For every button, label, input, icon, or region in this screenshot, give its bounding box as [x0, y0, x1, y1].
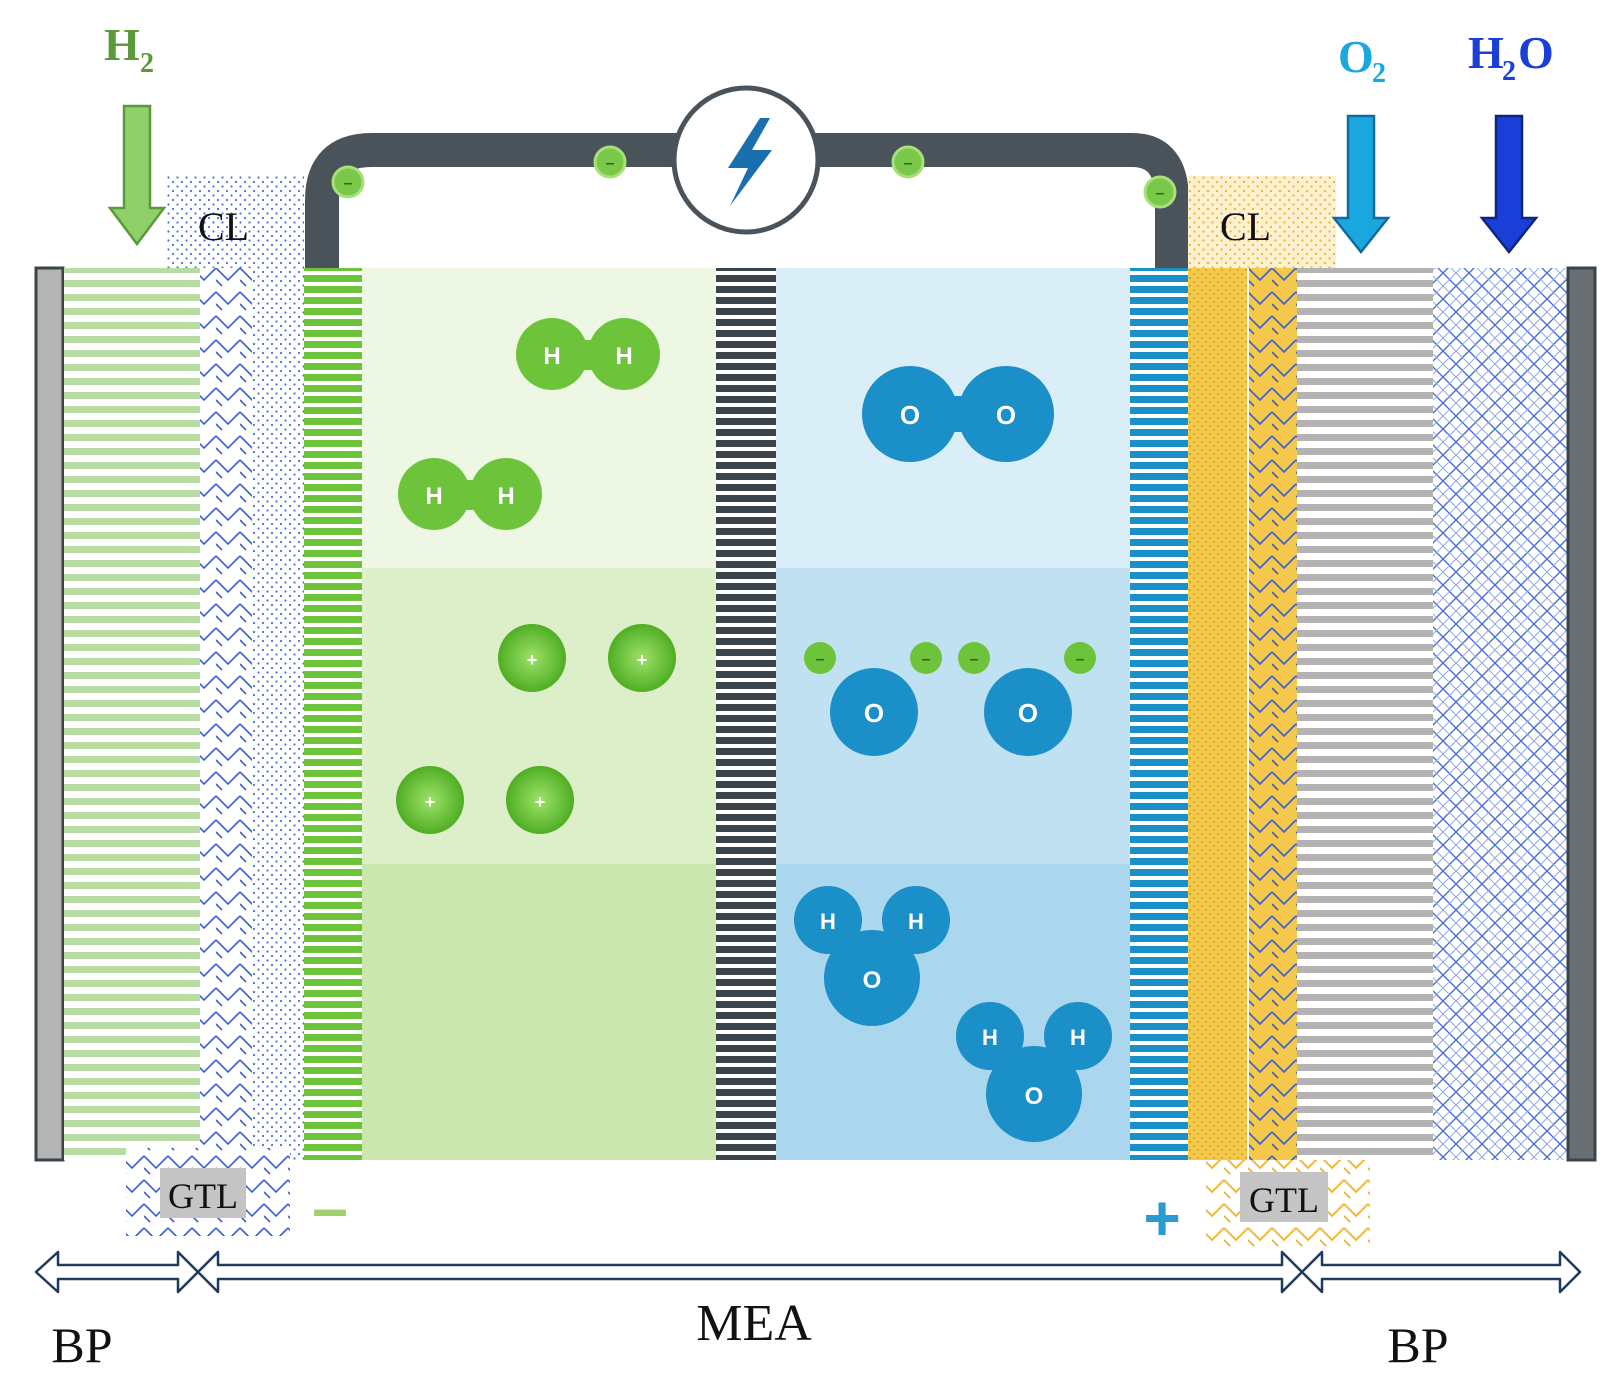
proton: +	[396, 766, 464, 834]
svg-text:2: 2	[140, 48, 154, 79]
proton: +	[608, 624, 676, 692]
svg-text:+: +	[425, 792, 436, 812]
svg-text:O: O	[1025, 1083, 1044, 1110]
right-gtl-layer	[1249, 268, 1297, 1160]
right-flow-field	[1297, 268, 1433, 1160]
h2o-feed-label: H 2 O	[1468, 27, 1554, 87]
h2-inlet-arrow	[107, 104, 167, 247]
positive-terminal-sign: +	[1143, 1182, 1180, 1254]
svg-text:–: –	[606, 155, 615, 172]
svg-text:O: O	[1338, 31, 1374, 82]
svg-text:–: –	[904, 155, 913, 172]
left-bipolar-plate-edge	[34, 266, 65, 1162]
h2o-molecule: H H O	[956, 1002, 1112, 1142]
svg-text:–: –	[1076, 651, 1085, 668]
svg-text:2: 2	[1372, 58, 1386, 89]
svg-text:O: O	[1518, 27, 1554, 78]
o2-inlet-arrow	[1331, 114, 1391, 255]
h2-molecule: H H	[398, 458, 542, 530]
left-gtl-layer	[200, 268, 252, 1160]
svg-text:H: H	[908, 909, 924, 934]
mea-label: MEA	[696, 1295, 812, 1352]
svg-text:O: O	[863, 967, 882, 994]
svg-text:O: O	[1018, 698, 1038, 728]
svg-text:+: +	[527, 650, 538, 670]
h2o-molecule: H H O	[794, 886, 950, 1026]
bp-left-label: BP	[51, 1317, 112, 1373]
svg-text:GTL: GTL	[1249, 1180, 1319, 1220]
svg-text:O: O	[996, 400, 1016, 430]
cathode-chamber-middle	[776, 568, 1130, 864]
svg-text:–: –	[922, 651, 931, 668]
right-mesh-layer	[1433, 268, 1567, 1160]
right-cl-label: CL	[1220, 204, 1271, 249]
right-bipolar-plate-edge	[1566, 266, 1597, 1162]
left-flow-field	[64, 268, 200, 1160]
proton: +	[506, 766, 574, 834]
anode-chamber-bottom	[362, 864, 716, 1160]
cathode-electrode	[1130, 268, 1188, 1160]
left-cl-label: CL	[198, 204, 249, 249]
lightning-bolt-icon	[728, 118, 772, 206]
power-source	[671, 85, 821, 235]
right-catalyst-layer	[1188, 176, 1336, 268]
mea-span-arrow	[196, 1250, 1304, 1294]
right-catalyst-layer-strip	[1188, 268, 1248, 1160]
svg-text:H: H	[425, 483, 442, 510]
svg-text:H: H	[982, 1025, 998, 1050]
svg-text:–: –	[1156, 185, 1165, 202]
svg-text:H: H	[1468, 27, 1504, 78]
svg-text:2: 2	[1502, 56, 1516, 87]
membrane	[716, 268, 776, 1160]
svg-text:O: O	[864, 698, 884, 728]
svg-text:–: –	[970, 651, 979, 668]
bp-right-label: BP	[1387, 1317, 1448, 1373]
svg-text:H: H	[615, 343, 632, 370]
left-catalyst-layer-strip	[252, 268, 304, 1160]
svg-text:H: H	[820, 909, 836, 934]
h2-feed-label: H 2	[104, 19, 154, 79]
h2o-inlet-arrow	[1479, 114, 1539, 255]
left-gtl-label: GTL	[160, 1168, 246, 1218]
svg-text:–: –	[344, 175, 353, 192]
wire-electrons: – – – –	[331, 145, 1177, 209]
h2-molecule: H H	[516, 318, 660, 390]
svg-text:O: O	[900, 400, 920, 430]
svg-text:H: H	[1070, 1025, 1086, 1050]
left-catalyst-layer	[166, 176, 304, 268]
oxide-ion: – – O	[804, 642, 942, 756]
negative-terminal-sign: –	[312, 1172, 348, 1244]
oxide-ion: – – O	[958, 642, 1096, 756]
svg-text:H: H	[497, 483, 514, 510]
svg-text:–: –	[816, 651, 825, 668]
svg-text:+: +	[637, 650, 648, 670]
o2-molecule: O O	[862, 366, 1054, 462]
o2-feed-label: O 2	[1338, 31, 1386, 89]
svg-text:+: +	[535, 792, 546, 812]
svg-text:H: H	[543, 343, 560, 370]
bp-right-span-arrow	[1300, 1250, 1582, 1294]
svg-text:GTL: GTL	[168, 1176, 238, 1216]
bp-left-span-arrow	[34, 1250, 200, 1294]
right-gtl-label: GTL	[1240, 1172, 1328, 1222]
proton: +	[498, 624, 566, 692]
svg-text:H: H	[104, 19, 140, 70]
anode-electrode	[304, 268, 362, 1160]
